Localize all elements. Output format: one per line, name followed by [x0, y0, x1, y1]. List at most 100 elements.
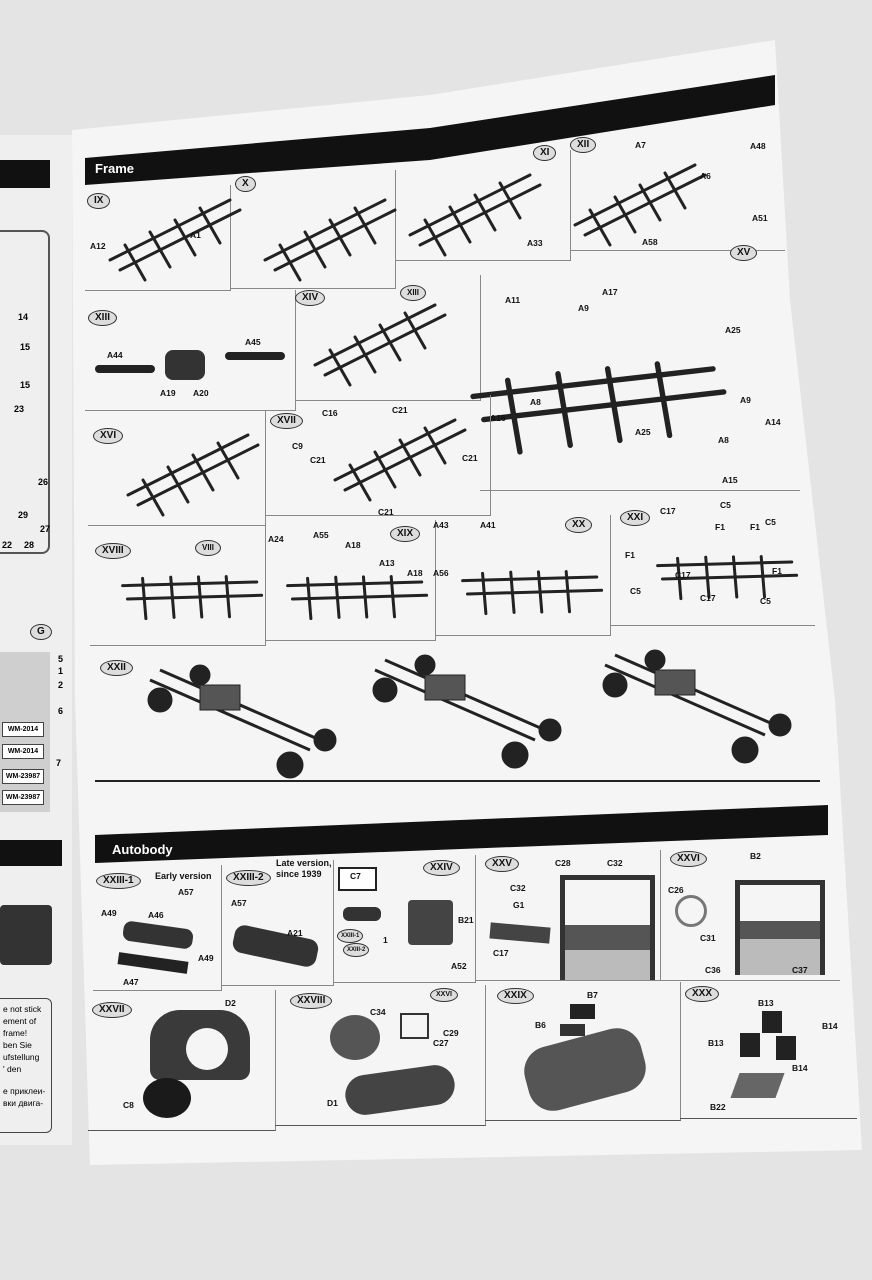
step-reference: VIII [195, 540, 222, 556]
step-xvi: XVI [88, 410, 266, 526]
decal-plate: WM-23987 [2, 769, 44, 784]
step-xiv: XIV XIII [295, 275, 481, 401]
part-label: A58 [642, 237, 658, 247]
part-label: C17 [660, 506, 676, 516]
part-label: D2 [225, 998, 236, 1008]
step-badge: XXVI [670, 851, 707, 867]
step-xxii: XXII [95, 645, 820, 782]
illustration-shape [143, 1078, 191, 1118]
part-label: A51 [752, 213, 768, 223]
part-label: D1 [327, 1098, 338, 1108]
part-label: A56 [433, 568, 449, 578]
part-label: A46 [148, 910, 164, 920]
part-label: C21 [378, 507, 394, 517]
part-label: B14 [792, 1063, 808, 1073]
section-title-frame: Frame [95, 161, 135, 176]
illustration-shape [3, 1075, 51, 1085]
part-label: B22 [710, 1102, 726, 1112]
decal-plate: WM-2014 [2, 722, 44, 737]
step-xxvi: XXVI B2 C26 C31 C36 C37 [660, 845, 840, 981]
part-label: A16 [490, 413, 506, 423]
part-label: C26 [668, 885, 684, 895]
decal-callout: 5 [58, 654, 64, 664]
left-page [0, 135, 72, 1145]
step-caption: Late version, since 1939 [276, 858, 332, 879]
left-header-bar [0, 160, 50, 188]
part-label: C5 [720, 500, 731, 510]
sprue-number: 26 [38, 477, 49, 487]
illustration-shape [735, 880, 825, 975]
notice-line: ben Sie [3, 1040, 32, 1050]
notice-line: frame! [3, 1028, 28, 1038]
part-label: A1 [190, 230, 201, 240]
part-label: C21 [392, 405, 408, 415]
illustration-shape [112, 529, 268, 661]
illustration-shape [225, 352, 285, 360]
step-reference: XIII [400, 285, 427, 301]
part-label: B7 [587, 990, 598, 1000]
step-xxx: XXX B13 B14 B13 B14 B22 [680, 978, 857, 1119]
illustration-shape [186, 1028, 228, 1070]
sprue-number: 29 [18, 510, 29, 520]
part-label: C8 [123, 1100, 134, 1110]
part-label: A14 [765, 417, 781, 427]
part-label: A44 [107, 350, 123, 360]
illustration-shape [263, 198, 397, 282]
part-label: A13 [379, 558, 395, 568]
step-badge: XV [730, 245, 758, 261]
part-label: C17 [493, 948, 509, 958]
step-xxiii-2: XXIII-2 Late version, since 1939 A57 A21 [221, 858, 334, 986]
illustration-shape [408, 173, 542, 257]
part-label: C9 [292, 441, 303, 451]
decal-sheet: WM-2014 WM-2014 WM-23987 WM-23987 [0, 652, 50, 812]
left-header-bar [0, 840, 62, 866]
part-label: G1 [513, 900, 525, 910]
part-label: C31 [700, 933, 716, 943]
step-xxiii-1: XXIII-1 Early version A57 A49 A46 A49 A4… [93, 865, 222, 991]
step-badge: XVI [93, 428, 124, 444]
part-label: A7 [635, 140, 646, 150]
illustration-shape [452, 524, 608, 656]
step-badge: XI [533, 145, 557, 161]
decal-callout: 1 [58, 666, 64, 676]
step-xix: XIX A24 A55 A18 A13 A18 [265, 520, 436, 661]
part-label: B14 [822, 1021, 838, 1031]
sprue-number: 28 [24, 540, 35, 550]
step-xx: XX A43 A41 A56 [433, 515, 611, 656]
illustration-shape [489, 922, 551, 944]
part-label: F1 [750, 522, 760, 532]
part-label: A25 [635, 427, 651, 437]
part-label: B21 [458, 915, 474, 925]
sprue-number: 14 [18, 312, 29, 322]
illustration-shape [342, 1062, 458, 1118]
part-label: A55 [313, 530, 329, 540]
illustration-shape [573, 163, 707, 247]
step-xii: XII A7 A48 A6 A51 A58 [570, 135, 785, 251]
illustration-shape [371, 653, 563, 770]
illustration-shape [570, 1004, 595, 1019]
part-label: A41 [480, 520, 496, 530]
illustration-shape [95, 365, 155, 373]
step-ix: IX A12 A1 [85, 185, 242, 291]
sprue-number: 23 [14, 404, 25, 414]
illustration-shape [126, 433, 260, 517]
part-label: A24 [268, 534, 284, 544]
part-label: A17 [602, 287, 618, 297]
part-label: A11 [505, 295, 521, 305]
part-label: F1 [772, 566, 782, 576]
part-label: A20 [193, 388, 209, 398]
part-label: A57 [231, 898, 247, 908]
step-x: X [230, 170, 397, 289]
illustration-shape [121, 920, 195, 950]
illustration-shape [400, 1013, 429, 1039]
step-badge: XIII [88, 310, 118, 326]
notice-line: вки двига- [3, 1098, 44, 1108]
part-c7: C7 [338, 867, 377, 891]
notice-line: ufstellung [3, 1052, 40, 1062]
notice-line: е приклеи- [3, 1086, 46, 1096]
step-caption: Early version [155, 871, 212, 881]
sprue-diagram: 14 15 15 23 26 29 27 28 22 [0, 230, 50, 554]
step-badge: XXI [620, 510, 651, 526]
illustration-shape [330, 1015, 380, 1060]
step-badge: XXVIII [290, 993, 333, 1009]
